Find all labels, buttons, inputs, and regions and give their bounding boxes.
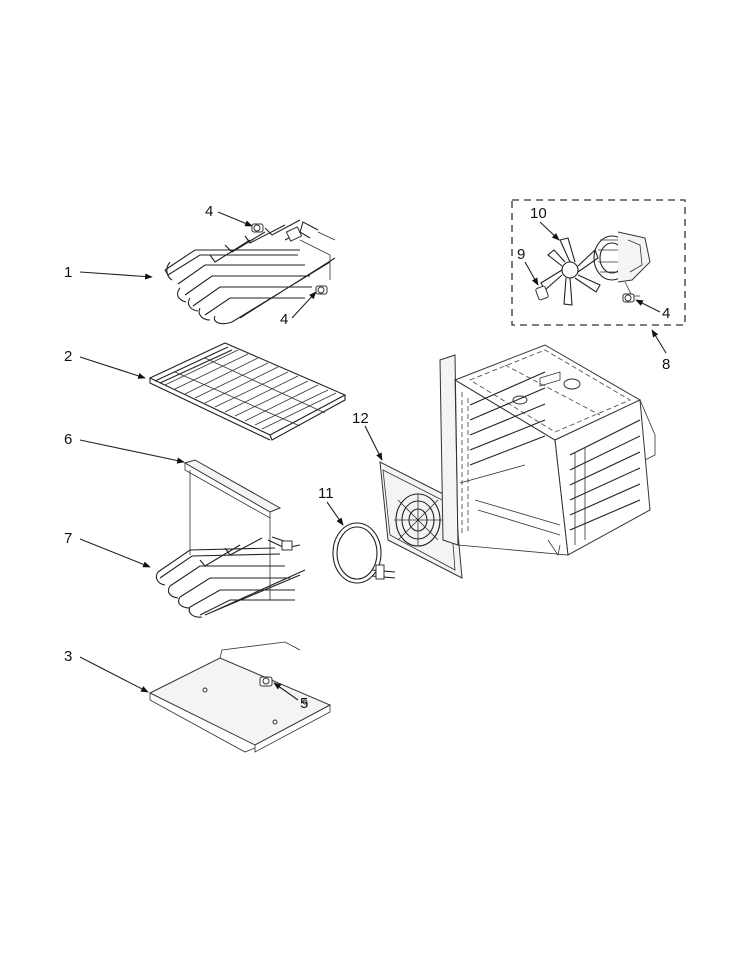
callout-4c: 4 bbox=[662, 305, 670, 322]
callout-11: 11 bbox=[318, 485, 334, 502]
convection-fan-blade[interactable] bbox=[540, 237, 601, 306]
screw-5[interactable] bbox=[259, 676, 273, 687]
broil-element[interactable] bbox=[164, 219, 336, 325]
callout-12: 12 bbox=[352, 410, 369, 427]
callout-9: 9 bbox=[517, 246, 525, 263]
bake-element[interactable] bbox=[155, 536, 306, 618]
bake-element-baffle[interactable] bbox=[183, 459, 282, 600]
callout-7: 7 bbox=[64, 530, 72, 547]
screw-4b[interactable] bbox=[315, 285, 328, 295]
convection-fan-motor[interactable] bbox=[593, 231, 651, 297]
screw-4c[interactable] bbox=[622, 293, 635, 303]
oven-rack[interactable] bbox=[148, 342, 347, 441]
oven-cavity[interactable] bbox=[439, 344, 656, 557]
callout-1: 1 bbox=[64, 264, 72, 281]
rear-fan-panel[interactable] bbox=[379, 461, 463, 579]
screw-4a[interactable] bbox=[251, 223, 264, 233]
callout-4b: 4 bbox=[280, 311, 288, 328]
fan-nut-9[interactable] bbox=[535, 285, 549, 301]
callout-5: 5 bbox=[300, 695, 308, 712]
callout-3: 3 bbox=[64, 648, 72, 665]
callout-8: 8 bbox=[662, 356, 670, 373]
bottom-cover[interactable] bbox=[148, 641, 332, 753]
convection-element[interactable] bbox=[332, 522, 396, 584]
leader-lines bbox=[79, 211, 667, 701]
callout-6: 6 bbox=[64, 431, 72, 448]
callout-10: 10 bbox=[530, 205, 547, 222]
callout-2: 2 bbox=[64, 348, 72, 365]
callout-4a: 4 bbox=[205, 203, 213, 220]
